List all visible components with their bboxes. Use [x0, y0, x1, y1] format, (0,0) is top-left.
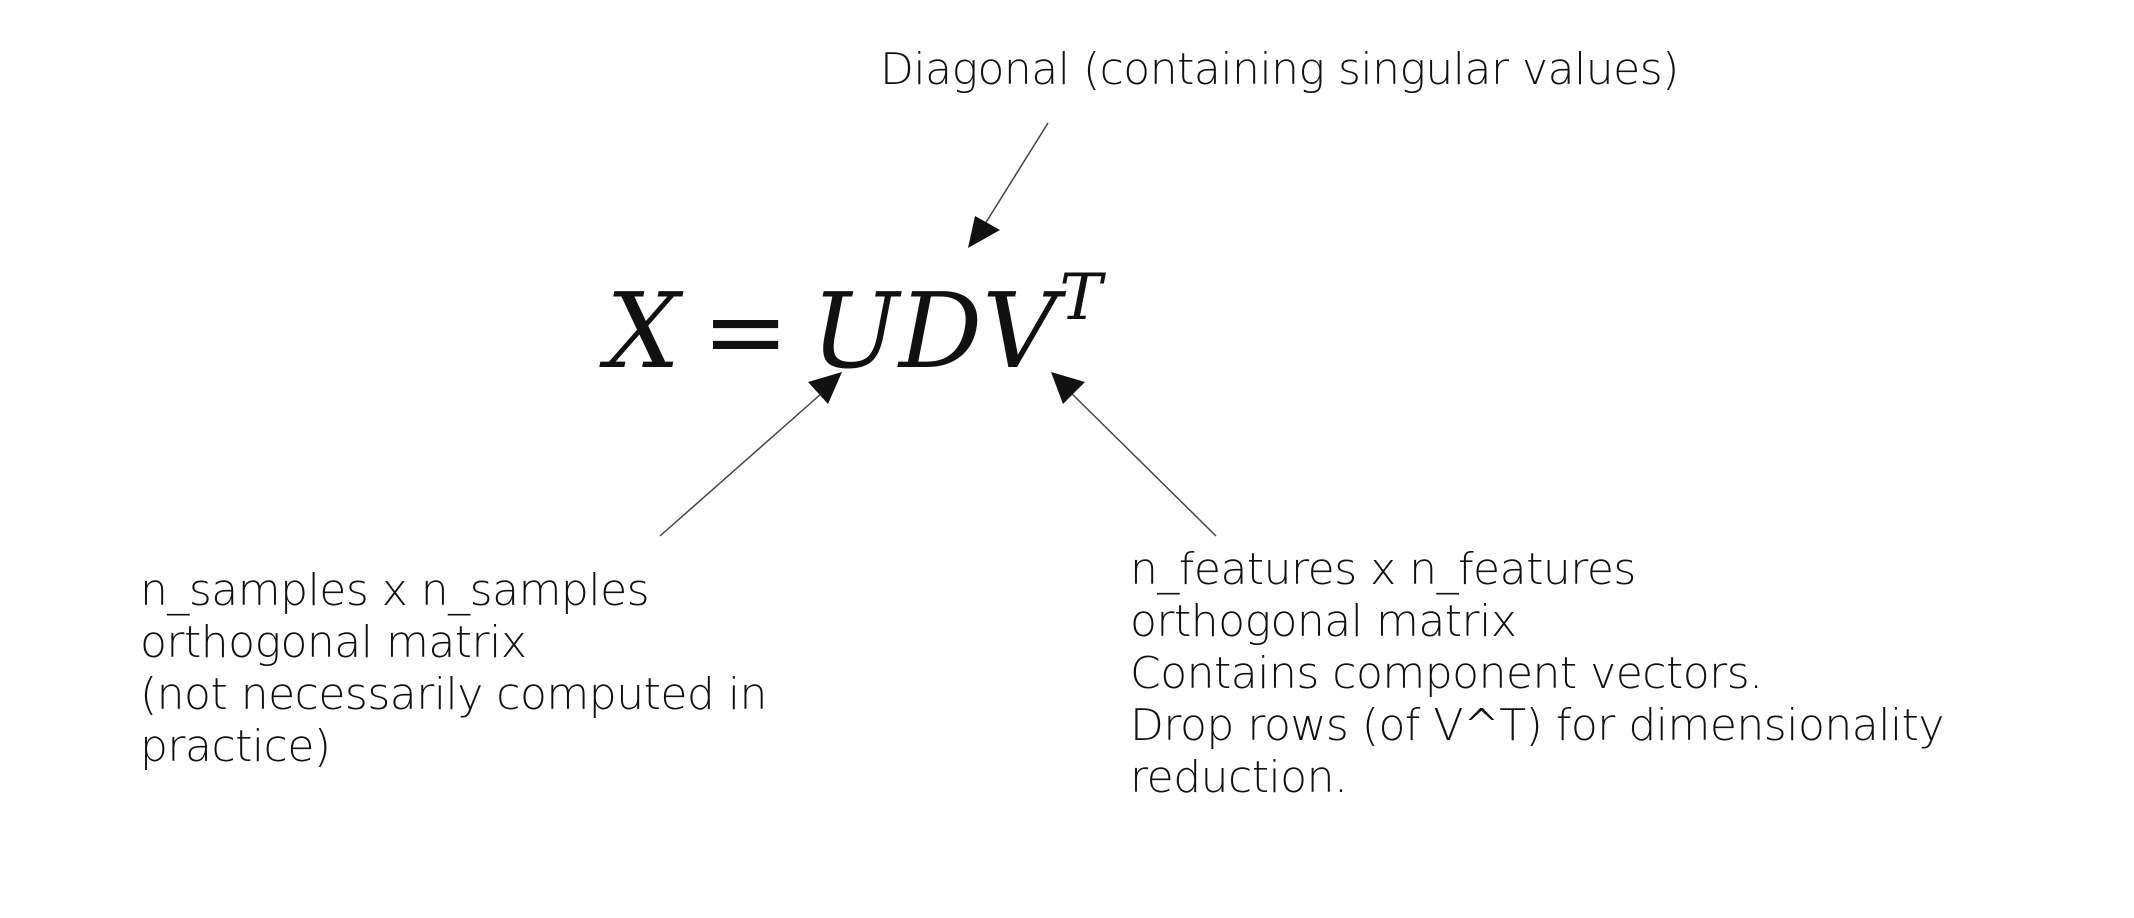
equation-equals: = — [702, 270, 790, 392]
diagonal-annotation: Diagonal (containing singular values) — [880, 44, 1679, 96]
v-annotation-line-2: orthogonal matrix — [1130, 596, 1517, 647]
v-annotation-line-5: reduction. — [1130, 752, 1348, 803]
arrow-to-u — [659, 385, 831, 537]
v-annotation-line-3: Contains component vectors. — [1130, 648, 1763, 699]
arrowhead-d — [968, 216, 1000, 248]
equation-x: X — [606, 270, 681, 392]
u-matrix-annotation: n_samples x n_samples orthogonal matrix … — [140, 565, 767, 773]
arrow-to-v — [1063, 385, 1217, 537]
svd-equation: X=UDVT — [606, 238, 1102, 391]
arrow-to-d — [974, 122, 1049, 241]
u-annotation-line-4: practice) — [140, 721, 331, 772]
u-annotation-line-3: (not necessarily computed in — [140, 669, 767, 720]
equation-v: V — [982, 270, 1058, 392]
equation-transpose: T — [1059, 261, 1103, 335]
equation-d: D — [898, 270, 983, 392]
u-annotation-line-2: orthogonal matrix — [140, 617, 527, 668]
u-annotation-line-1: n_samples x n_samples — [140, 565, 650, 616]
equation-u: U — [811, 270, 899, 392]
diagonal-annotation-line: Diagonal (containing singular values) — [880, 44, 1679, 95]
arrowhead-v — [1051, 372, 1085, 404]
v-annotation-line-1: n_features x n_features — [1130, 544, 1636, 595]
v-matrix-annotation: n_features x n_features orthogonal matri… — [1130, 544, 1944, 804]
arrowhead-u — [808, 372, 842, 404]
v-annotation-line-4: Drop rows (of V^T) for dimensionality — [1130, 700, 1944, 751]
